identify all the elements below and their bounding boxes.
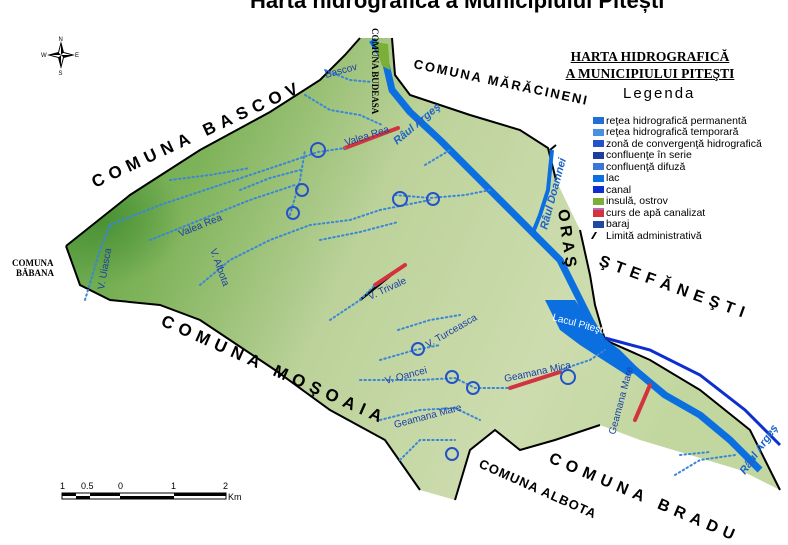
legend-item: confluenţe în serie — [593, 149, 788, 162]
compass-w: W — [41, 53, 47, 59]
compass-rose: N S E W — [41, 37, 79, 77]
scale-bar: 1 0.5 0 1 2 Km — [60, 482, 242, 502]
convergence-zone-icon — [593, 140, 604, 148]
legend-item: canal — [593, 184, 788, 196]
compass-e: E — [75, 53, 79, 59]
legend-item-label: reţea hidrografică temporară — [606, 126, 739, 139]
map-title-line2: A MUNICIPIULUI PITEŞTI — [565, 66, 735, 81]
scale-label-0: 0 — [118, 482, 123, 491]
compass-s: S — [59, 71, 63, 77]
legend-item-label: baraj — [606, 218, 630, 231]
legend-item: lac — [593, 172, 788, 185]
legend-item: curs de apă canalizat — [593, 207, 788, 219]
legend-item-label: confluenţă difuză — [606, 160, 686, 173]
map-title-line1: HARTA HIDROGRAFICĂ — [570, 49, 730, 64]
lake-icon — [593, 174, 604, 182]
label-comuna-budeasa: COMUNA BUDEASA — [370, 28, 380, 115]
legend-item: zonă de convergenţă hidrografică — [593, 138, 788, 150]
legend-title: Legenda — [623, 85, 696, 102]
canal-right — [604, 336, 782, 447]
legend-item: insulă, ostrov — [593, 195, 788, 208]
channelized-stream-icon — [593, 208, 604, 218]
label-comuna-babana-2: BĂBANA — [16, 268, 55, 278]
legend-item: reţea hidrografică permanentă — [593, 115, 788, 127]
legend-item-label: canal — [606, 183, 632, 196]
serial-confluence-icon — [593, 151, 604, 159]
scale-label-1b: 1 — [171, 482, 176, 491]
legend-item-label: confluenţe în serie — [606, 149, 692, 162]
legend-item-label: insulă, ostrov — [606, 195, 668, 208]
map-title: HARTA HIDROGRAFICĂ A MUNICIPIULUI PITEŞT… — [530, 48, 770, 82]
diffuse-confluence-icon — [593, 163, 604, 171]
legend-item-label: Limită administrativă — [606, 229, 702, 242]
relief-shade — [66, 112, 300, 305]
admin-boundaries — [65, 37, 781, 501]
scale-unit: Km — [228, 492, 242, 502]
temporary-streams — [84, 69, 736, 476]
island — [374, 42, 390, 70]
compass-n: N — [59, 37, 63, 43]
doamnei-river — [530, 149, 554, 236]
label-stefanesti: ŞTEFĂNEŞTI — [597, 251, 753, 323]
channelized-streams — [343, 126, 652, 422]
dam-icon — [593, 220, 604, 228]
top-title: Harta hidrografică a Municipiului Piteșt… — [250, 0, 665, 13]
convergence-zones — [286, 142, 576, 461]
scale-label-2: 2 — [223, 482, 228, 491]
label-comuna-babana-1: COMUNA — [12, 258, 54, 268]
legend-item-label: curs de apă canalizat — [606, 206, 706, 219]
legend-item-label: lac — [606, 172, 620, 185]
scale-label-0-5: 0.5 — [81, 482, 94, 491]
temporary-network-icon — [593, 128, 604, 136]
scale-label-1: 1 — [60, 482, 65, 491]
legend-item-label: reţea hidrografică permanentă — [606, 114, 747, 127]
legend-item-label: zonă de convergenţă hidrografică — [606, 137, 762, 150]
admin-boundary-icon — [590, 232, 604, 240]
lake-pitesti — [545, 300, 640, 376]
legend-item: baraj — [593, 218, 788, 231]
canal-icon — [593, 186, 604, 194]
legend-item: reţea hidrografică temporară — [593, 126, 788, 139]
legend-item: Limită administrativă — [590, 229, 788, 242]
legend-item: confluenţă difuză — [593, 161, 788, 173]
island-icon — [593, 197, 604, 205]
arges-river — [369, 38, 763, 473]
permanent-network-icon — [593, 117, 604, 125]
